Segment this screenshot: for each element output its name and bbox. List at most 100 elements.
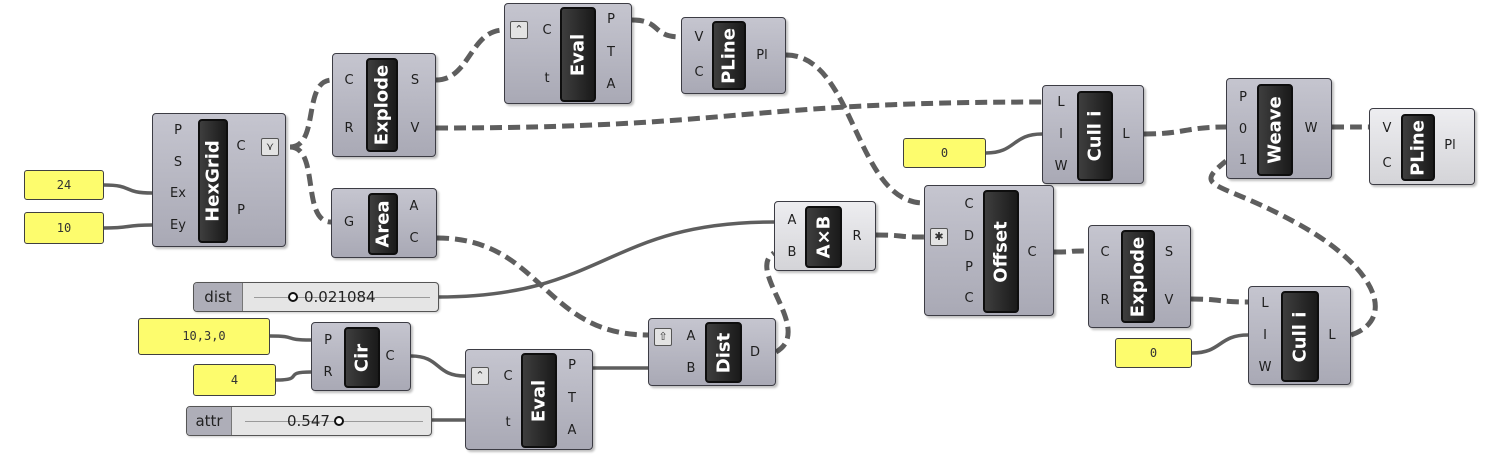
slider-dist[interactable]: dist 0.021084 <box>193 282 439 312</box>
input-r: R <box>344 121 354 136</box>
component-name-pline-2: PLine <box>1401 114 1435 181</box>
input-ey: Ey <box>170 218 186 233</box>
input-r: R <box>1100 293 1110 308</box>
component-pline-1[interactable]: V C PLine Pl <box>681 17 786 94</box>
component-multiplication[interactable]: A B A×B R <box>774 201 876 271</box>
input-b: B <box>686 361 696 376</box>
component-offset[interactable]: ✱ C D P C Offset C <box>924 185 1054 316</box>
slider-dist-name: dist <box>194 283 243 311</box>
input-ex: Ex <box>170 186 186 201</box>
output-a: A <box>567 423 577 438</box>
graft-icon: ⋎ <box>261 138 279 156</box>
panel-hex-ey[interactable]: 10 <box>24 212 104 244</box>
wire-pline-to-offset <box>785 52 925 206</box>
output-c: C <box>409 231 419 246</box>
input-v: V <box>694 30 704 45</box>
wire-center-to-cir <box>269 334 312 342</box>
component-name-multiplication: A×B <box>805 206 842 268</box>
input-p: P <box>1239 90 1247 105</box>
slider-dist-value: 0.021084 <box>304 288 376 306</box>
component-cull-index-2[interactable]: L I W Cull i L <box>1248 286 1351 385</box>
input-c: C <box>694 65 704 80</box>
input-a: A <box>686 329 696 344</box>
input-c: C <box>1382 156 1392 171</box>
component-name-explode-2: Explode <box>1121 230 1155 323</box>
output-a: A <box>606 77 616 92</box>
input-c: C <box>964 197 974 212</box>
component-weave[interactable]: P 0 1 Weave W <box>1226 78 1332 179</box>
wire-ey <box>103 223 153 230</box>
output-t: T <box>607 45 615 60</box>
input-c-2: C <box>964 291 974 306</box>
output-t: T <box>568 391 576 406</box>
component-cull-index-1[interactable]: L I W Cull i L <box>1042 85 1144 184</box>
slider-attr[interactable]: attr 0.547 <box>186 406 432 436</box>
panel-hex-ex[interactable]: 24 <box>24 170 104 200</box>
wire-explode-v-to-cull <box>1190 296 1249 305</box>
wire-offset-to-explode <box>1053 248 1089 255</box>
wire-axb-to-offset <box>875 232 925 240</box>
input-1: 1 <box>1238 153 1248 168</box>
wire-ex <box>103 183 153 195</box>
output-s: S <box>410 73 420 88</box>
component-name-hexgrid: HexGrid <box>198 119 228 243</box>
input-r: R <box>323 365 333 380</box>
component-eval-1[interactable]: ⌃ C t Eval P T A <box>504 3 632 104</box>
panel-cull-pattern-bottom[interactable]: 0 <box>1115 338 1192 368</box>
component-pline-2[interactable]: V C PLine Pl <box>1369 108 1475 185</box>
component-name-eval-2: Eval <box>521 353 557 448</box>
input-0: 0 <box>1238 122 1248 137</box>
wire-area-to-dist <box>436 235 649 338</box>
graft-up-icon: ⇧ <box>654 328 672 346</box>
slider-dist-knob[interactable] <box>288 292 298 302</box>
wire-eval-to-pline <box>631 17 682 40</box>
input-c: C <box>344 73 354 88</box>
component-explode-2[interactable]: C R Explode S V <box>1088 225 1191 328</box>
component-name-explode-1: Explode <box>366 58 398 152</box>
input-t: t <box>544 71 550 86</box>
input-v: V <box>1382 121 1392 136</box>
component-name-circle: Cir <box>344 327 380 388</box>
wire-slider-to-axb <box>437 220 775 299</box>
panel-cull-pattern-top[interactable]: 0 <box>903 138 986 168</box>
output-s: S <box>1164 245 1174 260</box>
wire-panel-to-cull-2 <box>1191 333 1249 355</box>
input-c: C <box>503 369 513 384</box>
wire-hexgrid-to-explode <box>289 77 333 150</box>
component-name-pline-1: PLine <box>712 21 746 90</box>
component-area[interactable]: G Area A C <box>331 188 437 258</box>
panel-circle-radius[interactable]: 4 <box>193 364 276 396</box>
wire-explode-to-eval <box>435 27 505 83</box>
panel-circle-center[interactable]: 10,3,0 <box>138 318 270 355</box>
output-v: V <box>1164 293 1174 308</box>
input-a: A <box>787 213 797 228</box>
wire-radius-to-cir <box>275 370 312 382</box>
component-name-distance: Dist <box>705 322 742 383</box>
output-r: R <box>852 229 862 244</box>
input-p: P <box>174 123 182 138</box>
input-b: B <box>787 245 797 260</box>
output-c: C <box>236 139 246 154</box>
component-hexgrid[interactable]: P S Ex Ey HexGrid C P ⋎ <box>152 113 286 247</box>
input-i: I <box>1263 328 1267 343</box>
slider-attr-knob[interactable] <box>334 416 344 426</box>
output-c: C <box>385 349 395 364</box>
output-p: P <box>568 358 576 373</box>
output-l: L <box>1122 127 1130 142</box>
input-l: L <box>1057 95 1065 110</box>
reparam-icon: ⌃ <box>471 367 489 385</box>
wire-cull-to-weave <box>1143 124 1227 137</box>
component-explode-1[interactable]: C R Explode S V <box>332 53 436 157</box>
component-circle[interactable]: P R Cir C <box>311 322 411 391</box>
input-w: W <box>1054 159 1068 174</box>
slider-attr-name: attr <box>187 407 232 435</box>
output-c: C <box>1027 245 1037 260</box>
slider-dist-track <box>254 297 430 298</box>
input-s: S <box>173 155 183 170</box>
component-name-cull-index-2: Cull i <box>1281 291 1319 382</box>
component-distance[interactable]: ⇧ A B Dist D <box>648 318 776 386</box>
input-t: t <box>505 415 511 430</box>
component-name-offset: Offset <box>983 190 1019 313</box>
output-p: P <box>237 203 245 218</box>
component-eval-2[interactable]: ⌃ C t Eval P T A <box>465 349 593 450</box>
